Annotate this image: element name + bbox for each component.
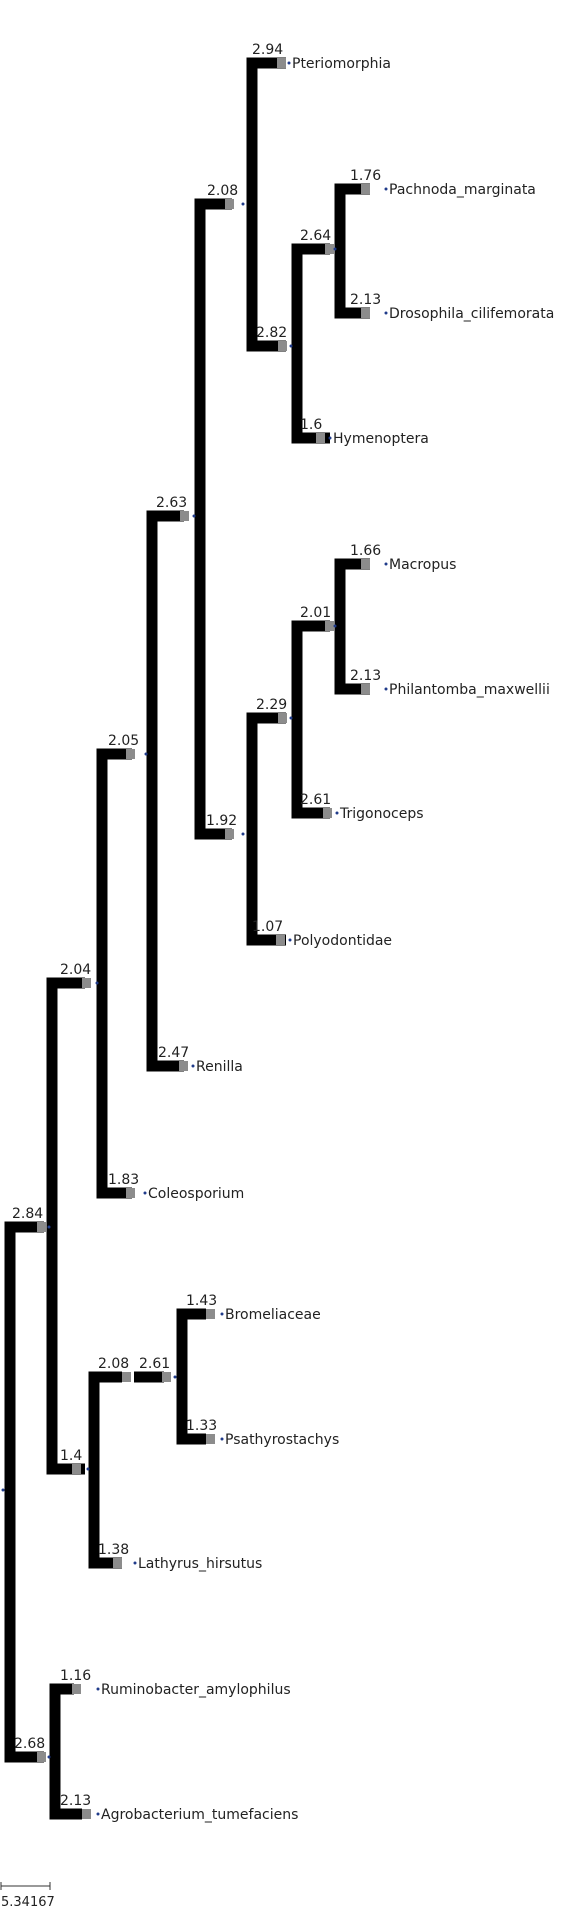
scale-bar: 5.34167: [0, 1882, 55, 1910]
branch-length-label: 2.13: [350, 292, 381, 308]
branch-brom-lathyrus-split: [88, 1371, 122, 1569]
leaf-name: Trigonoceps: [339, 806, 424, 822]
branch-length-label: 1.83: [108, 1172, 139, 1188]
node-dots: [1, 61, 388, 1816]
leaf-name: Philantomba_maxwellii: [389, 682, 550, 698]
branch-length-label: 2.82: [256, 325, 287, 341]
branch-length-label: 1.43: [186, 1293, 217, 1309]
branch-coleo-lathyrus-split: [46, 977, 85, 1475]
leaf-name: Pteriomorphia: [292, 56, 391, 72]
branch-length-label: 2.01: [300, 605, 331, 621]
leaf-name: Hymenoptera: [333, 431, 429, 447]
branch-length-label: 1.4: [60, 1448, 82, 1464]
branch-length-label: 1.38: [98, 1542, 129, 1558]
leaf-name: Bromeliaceae: [225, 1307, 321, 1323]
branch-length-label: 2.08: [207, 183, 238, 199]
branch-root: [4, 1221, 44, 1763]
branch-renilla-coleo-split: [96, 748, 132, 1199]
internal-branch-labels: 2.08 2.82 2.64 1.92 2.29 2.01 2.63 2.05 …: [12, 183, 331, 1752]
branch-length-label: 2.13: [60, 1793, 91, 1809]
branch-length-label: 2.64: [300, 228, 331, 244]
leaf-name: Macropus: [389, 557, 456, 573]
branch-length-label: 2.68: [14, 1736, 45, 1752]
branch-length-label: 1.66: [350, 543, 381, 559]
branch-length-label: 2.05: [108, 733, 139, 749]
branch-length-label: 2.61: [139, 1356, 170, 1372]
branch-length-label: 2.08: [98, 1356, 129, 1372]
leaf-name: Agrobacterium_tumefaciens: [101, 1807, 298, 1823]
branch-length-label: 1.33: [186, 1418, 217, 1434]
branch-pterio-insect-split: [246, 57, 286, 352]
branch-length-label: 1.76: [350, 168, 381, 184]
leaf-name: Coleosporium: [148, 1186, 244, 1202]
scale-bar-label: 5.34167: [1, 1895, 55, 1910]
internal-endcaps: [37, 199, 334, 1762]
branch-length-label: 1.16: [60, 1668, 91, 1684]
leaf-stubs: [55, 57, 370, 1820]
branch-length-label: 2.94: [252, 42, 283, 58]
leaf-name: Polyodontidae: [293, 933, 392, 949]
leaf-name: Psathyrostachys: [225, 1432, 339, 1448]
branch-length-label: 2.84: [12, 1206, 43, 1222]
branch-length-label: 1.07: [252, 919, 283, 935]
branch-mac-poly-split: [246, 712, 286, 946]
branch-length-label: 1.92: [206, 813, 237, 829]
branch-insect-poly-split: [194, 198, 232, 840]
branch-length-label: 1.6: [300, 417, 322, 433]
leaf-name: Pachnoda_marginata: [389, 182, 536, 198]
branch-length-label: 2.13: [350, 668, 381, 684]
leaf-name: Drosophila_cilifemorata: [389, 306, 554, 322]
branch-big-renilla-split: [146, 510, 184, 1072]
branch-length-label: 2.47: [158, 1045, 189, 1061]
branch-length-label: 2.29: [256, 697, 287, 713]
leaf-names: Pteriomorphia Pachnoda_marginata Drosoph…: [101, 56, 554, 1823]
leaf-name: Renilla: [196, 1059, 243, 1075]
branch-length-label: 2.61: [300, 792, 331, 808]
branch-mac-trig-split: [291, 620, 330, 819]
leaf-name: Ruminobacter_amylophilus: [101, 1682, 291, 1698]
leaf-name: Lathyrus_hirsutus: [138, 1556, 262, 1572]
branch-length-label: 2.63: [156, 495, 187, 511]
leaf-branch-labels: 2.94 1.76 2.13 1.6 1.66 2.13 2.61 1.07 2…: [60, 42, 381, 1809]
branch-length-label: 2.04: [60, 962, 91, 978]
branch-pach-hym-split: [291, 243, 330, 444]
